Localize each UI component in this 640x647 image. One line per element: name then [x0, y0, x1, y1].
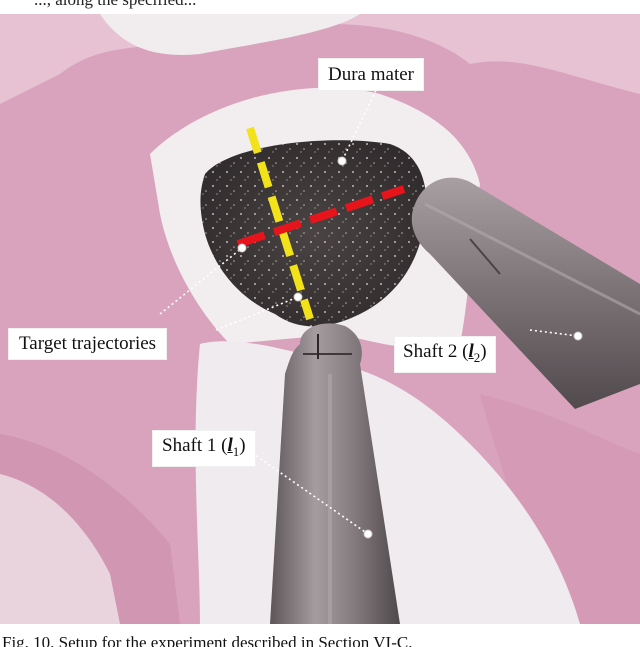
shaft-1-close: )	[239, 435, 246, 456]
shaft-2	[411, 177, 640, 409]
trajectory-marker-red	[237, 243, 247, 253]
dura-mater-label: Dura mater	[318, 58, 424, 91]
shaft-1-text: Shaft 1 (	[162, 435, 228, 456]
shaft-1-subscript: 1	[232, 443, 240, 459]
surgical-photo: Dura mater Target trajectories Shaft 2 (…	[0, 14, 640, 624]
shaft-2-symbol: l	[468, 341, 474, 362]
shaft-1-label: Shaft 1 (l1)	[152, 430, 256, 467]
photo-illustration	[0, 14, 640, 624]
trajectory-marker-yellow	[293, 292, 303, 302]
shaft-2-subscript: 2	[473, 349, 481, 365]
shaft2-marker	[573, 331, 583, 341]
shaft-2-text: Shaft 2 (	[403, 341, 469, 362]
header-fragment: ..., along the specified...	[0, 0, 640, 14]
shaft-1	[270, 323, 400, 624]
shaft-2-close: )	[480, 341, 487, 362]
figure-caption-text: Fig. 10. Setup for the experiment descri…	[2, 633, 413, 647]
target-trajectories-label: Target trajectories	[8, 328, 168, 360]
dura-mater-text: Dura mater	[328, 64, 414, 85]
shaft-1-symbol: l	[227, 435, 233, 456]
shaft1-marker	[363, 529, 373, 539]
target-trajectories-text: Target trajectories	[19, 333, 157, 354]
figure-caption: Fig. 10. Setup for the experiment descri…	[0, 628, 640, 647]
dura-marker	[337, 156, 347, 166]
target-trajectories	[236, 126, 406, 321]
shaft-2-label: Shaft 2 (l2)	[394, 336, 496, 373]
header-fragment-text: ..., along the specified...	[34, 0, 196, 10]
annotation-pointers	[159, 85, 579, 535]
